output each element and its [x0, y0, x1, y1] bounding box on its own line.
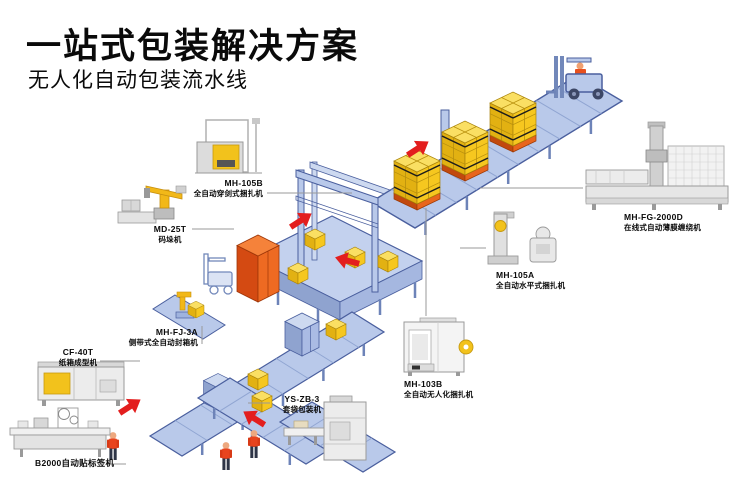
machine-model: CF-40T — [62, 347, 94, 357]
machine-model: MD-25T — [153, 224, 187, 234]
machine-name: 码垛机 — [158, 235, 182, 245]
photo-b2000-labeler — [9, 407, 111, 457]
machine-name: 纸箱成型机 — [58, 358, 98, 368]
machine-model: MH-105B — [224, 178, 263, 188]
photo-mh-103b — [403, 317, 474, 376]
photo-ys-zb-3 — [283, 395, 367, 461]
machine-model: MH-105A — [496, 270, 535, 280]
label-mh-105b: MH-105B 全自动穿剑式捆扎机 — [158, 178, 263, 199]
machine-name: 全自动穿剑式捆扎机 — [193, 189, 263, 199]
machine-name: 套袋包装机 — [282, 405, 322, 415]
label-md-25t: MD-25T 码垛机 — [134, 224, 206, 245]
label-mh-fg-2000d: MH-FG-2000D 在线式自动薄膜缠绕机 — [624, 212, 737, 233]
label-b2000: B2000自动贴标签机 — [35, 458, 165, 469]
machine-model: MH-FG-2000D — [624, 212, 684, 222]
machine-model: MH-103B — [404, 379, 443, 389]
machine-name: 全自动无人化捆扎机 — [404, 390, 474, 400]
machine-name: 在线式自动薄膜缠绕机 — [624, 223, 701, 233]
photo-md-25t-robot — [117, 185, 187, 224]
worker-icon — [220, 442, 232, 470]
photo-mh-105a — [487, 211, 557, 265]
photo-mh-105b — [195, 118, 262, 174]
worker-icon — [107, 432, 119, 460]
photo-cf-40t — [37, 361, 125, 406]
case-sealer-machine — [284, 312, 320, 357]
label-ys-zb-3: YS-ZB-3 套袋包装机 — [271, 394, 333, 415]
callout-lines — [100, 187, 583, 465]
page-title: 一站式包装解决方案 — [26, 27, 360, 66]
photo-mh-fg-2000d — [585, 121, 729, 210]
small-forklift-icon — [203, 253, 233, 295]
machine-model: B2000自动贴标签机 — [35, 458, 115, 468]
machine-model: MH-FJ-3A — [155, 327, 198, 337]
label-mh-103b: MH-103B 全自动无人化捆扎机 — [404, 379, 524, 400]
machine-name: 全自动水平式捆扎机 — [496, 281, 566, 291]
label-cf-40t: CF-40T 纸箱成型机 — [42, 347, 114, 368]
forklift-icon — [546, 56, 604, 100]
label-mh-105a: MH-105A 全自动水平式捆扎机 — [496, 270, 616, 291]
machine-model: YS-ZB-3 — [284, 394, 320, 404]
carton-feeder — [152, 291, 226, 340]
label-mh-fj-3a: MH-FJ-3A 侧带式全自动封箱机 — [95, 327, 198, 348]
machine-name: 侧带式全自动封箱机 — [128, 338, 198, 348]
page-subtitle: 无人化自动包装流水线 — [28, 69, 248, 92]
orange-cabin-machine — [236, 234, 280, 303]
